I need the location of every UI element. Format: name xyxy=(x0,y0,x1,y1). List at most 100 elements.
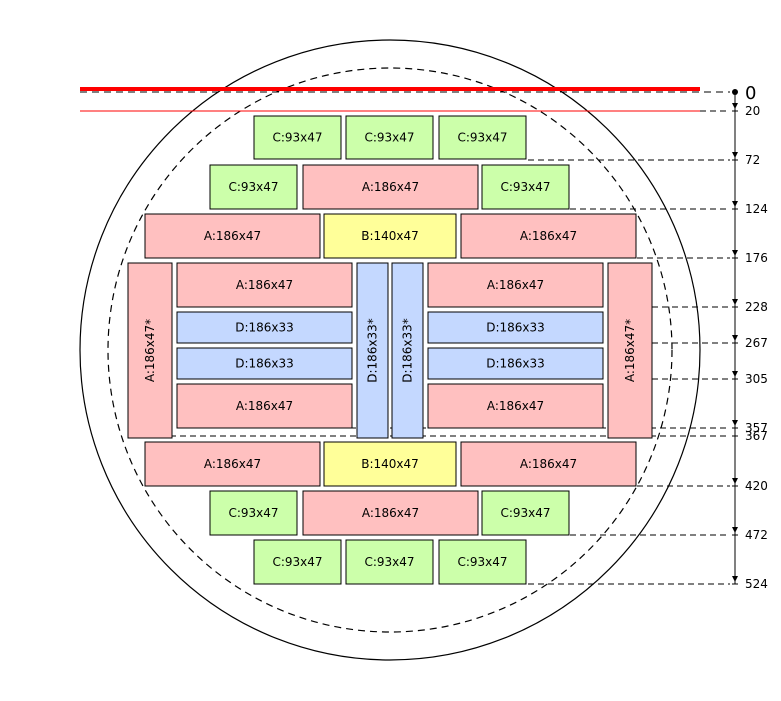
die-rect xyxy=(176,383,353,429)
die-block-a: A:186x47 xyxy=(302,490,479,536)
die-label: C:93x47 xyxy=(457,131,507,145)
die-block-a: A:186x47 xyxy=(176,262,353,308)
die-rect xyxy=(438,115,527,160)
die-rect xyxy=(144,441,321,487)
arrow-head xyxy=(732,250,738,256)
die-block-c: C:93x47 xyxy=(345,539,434,585)
dimension-levels: 20 72 124 176 228 xyxy=(160,103,768,591)
arrow-head xyxy=(732,478,738,484)
die-block-a: A:186x47 xyxy=(144,213,321,259)
dimension-label: 72 xyxy=(745,153,760,167)
die-rect xyxy=(427,311,604,344)
die-label: C:93x47 xyxy=(500,180,550,194)
die-rect xyxy=(323,441,457,487)
top-marker-label: 0 xyxy=(745,83,756,104)
die-label: C:93x47 xyxy=(228,506,278,520)
die-rect xyxy=(481,490,570,536)
die-label: C:93x47 xyxy=(500,506,550,520)
die-block-c: C:93x47 xyxy=(253,539,342,585)
dimension-level: 267 xyxy=(652,335,768,350)
die-block-a-vertical: A:186x47* xyxy=(607,262,653,439)
dimension-label: 367 xyxy=(745,429,768,443)
die-rect xyxy=(302,164,479,210)
die-label: C:93x47 xyxy=(364,131,414,145)
dimension-level: 367 xyxy=(160,429,768,443)
dimension-level: 72 xyxy=(528,152,760,167)
die-label: D:186x33* xyxy=(366,318,380,383)
die-block-c: C:93x47 xyxy=(481,490,570,536)
die-rect xyxy=(460,441,637,487)
dimension-label: 176 xyxy=(745,251,768,265)
die-rect xyxy=(253,539,342,585)
die-rect xyxy=(209,490,298,536)
die-rect xyxy=(176,262,353,308)
die-rect xyxy=(391,262,424,439)
die-label: D:186x33* xyxy=(401,318,415,383)
die-label: C:93x47 xyxy=(272,555,322,569)
die-label: A:186x47* xyxy=(143,319,157,382)
die-label: D:186x33 xyxy=(235,321,294,335)
die-rect xyxy=(356,262,389,439)
dimension-label: 228 xyxy=(745,300,768,314)
arrow-head xyxy=(732,335,738,341)
dimension-label: 305 xyxy=(745,372,768,386)
die-rect xyxy=(323,213,457,259)
die-label: A:186x47* xyxy=(623,319,637,382)
die-rect xyxy=(176,347,353,380)
die-block-c: C:93x47 xyxy=(253,115,342,160)
dimension-level: 124 xyxy=(570,201,768,216)
die-label: C:93x47 xyxy=(272,131,322,145)
die-label: C:93x47 xyxy=(457,555,507,569)
die-block-a: A:186x47 xyxy=(427,383,604,429)
arrow-head xyxy=(732,527,738,533)
die-block-a: A:186x47 xyxy=(302,164,479,210)
wafer-inner-dashed-circle xyxy=(107,67,673,633)
arrow-head xyxy=(732,103,738,109)
die-block-a: A:186x47 xyxy=(460,441,637,487)
die-rect xyxy=(438,539,527,585)
arrow-head xyxy=(732,201,738,207)
die-rect xyxy=(427,347,604,380)
die-block-a: A:186x47 xyxy=(460,213,637,259)
dimension-label: 20 xyxy=(745,104,760,118)
die-block-a: A:186x47 xyxy=(427,262,604,308)
die-rect xyxy=(460,213,637,259)
die-label: A:186x47 xyxy=(204,229,261,243)
die-block-c: C:93x47 xyxy=(209,490,298,536)
dimension-level: 524 xyxy=(528,576,768,591)
die-block-c: C:93x47 xyxy=(345,115,434,160)
die-block-c: C:93x47 xyxy=(438,115,527,160)
die-block-d: D:186x33 xyxy=(176,311,353,344)
die-rect xyxy=(253,115,342,160)
die-label: A:186x47 xyxy=(520,457,577,471)
die-block-a-vertical: A:186x47* xyxy=(127,262,173,439)
die-block-d: D:186x33 xyxy=(427,311,604,344)
die-block-c: C:93x47 xyxy=(481,164,570,210)
die-block-a: A:186x47 xyxy=(176,383,353,429)
dimension-label: 420 xyxy=(745,479,768,493)
dimension-level: 472 xyxy=(570,527,768,542)
dimension-level: 228 xyxy=(652,299,768,314)
die-label: A:186x47 xyxy=(362,506,419,520)
arrow-head xyxy=(732,576,738,582)
dimension-level: 20 xyxy=(700,103,760,118)
die-label: A:186x47 xyxy=(236,278,293,292)
die-label: C:93x47 xyxy=(364,555,414,569)
dimension-label: 524 xyxy=(745,577,768,591)
die-block-d-vertical: D:186x33* xyxy=(391,262,424,439)
arrow-head xyxy=(732,420,738,426)
die-rect xyxy=(607,262,653,439)
die-label: D:186x33 xyxy=(235,357,294,371)
wafer-outer-circle xyxy=(79,39,701,661)
dimension-origin-dot xyxy=(732,89,738,95)
die-label: A:186x47 xyxy=(487,278,544,292)
dimension-label: 357 xyxy=(745,421,768,435)
die-rect xyxy=(127,262,173,439)
die-rect xyxy=(345,539,434,585)
arrow-head xyxy=(732,371,738,377)
die-block-a: A:186x47 xyxy=(144,441,321,487)
dimension-level: 420 xyxy=(637,478,768,493)
die-label: D:186x33 xyxy=(486,321,545,335)
die-label: D:186x33 xyxy=(486,357,545,371)
